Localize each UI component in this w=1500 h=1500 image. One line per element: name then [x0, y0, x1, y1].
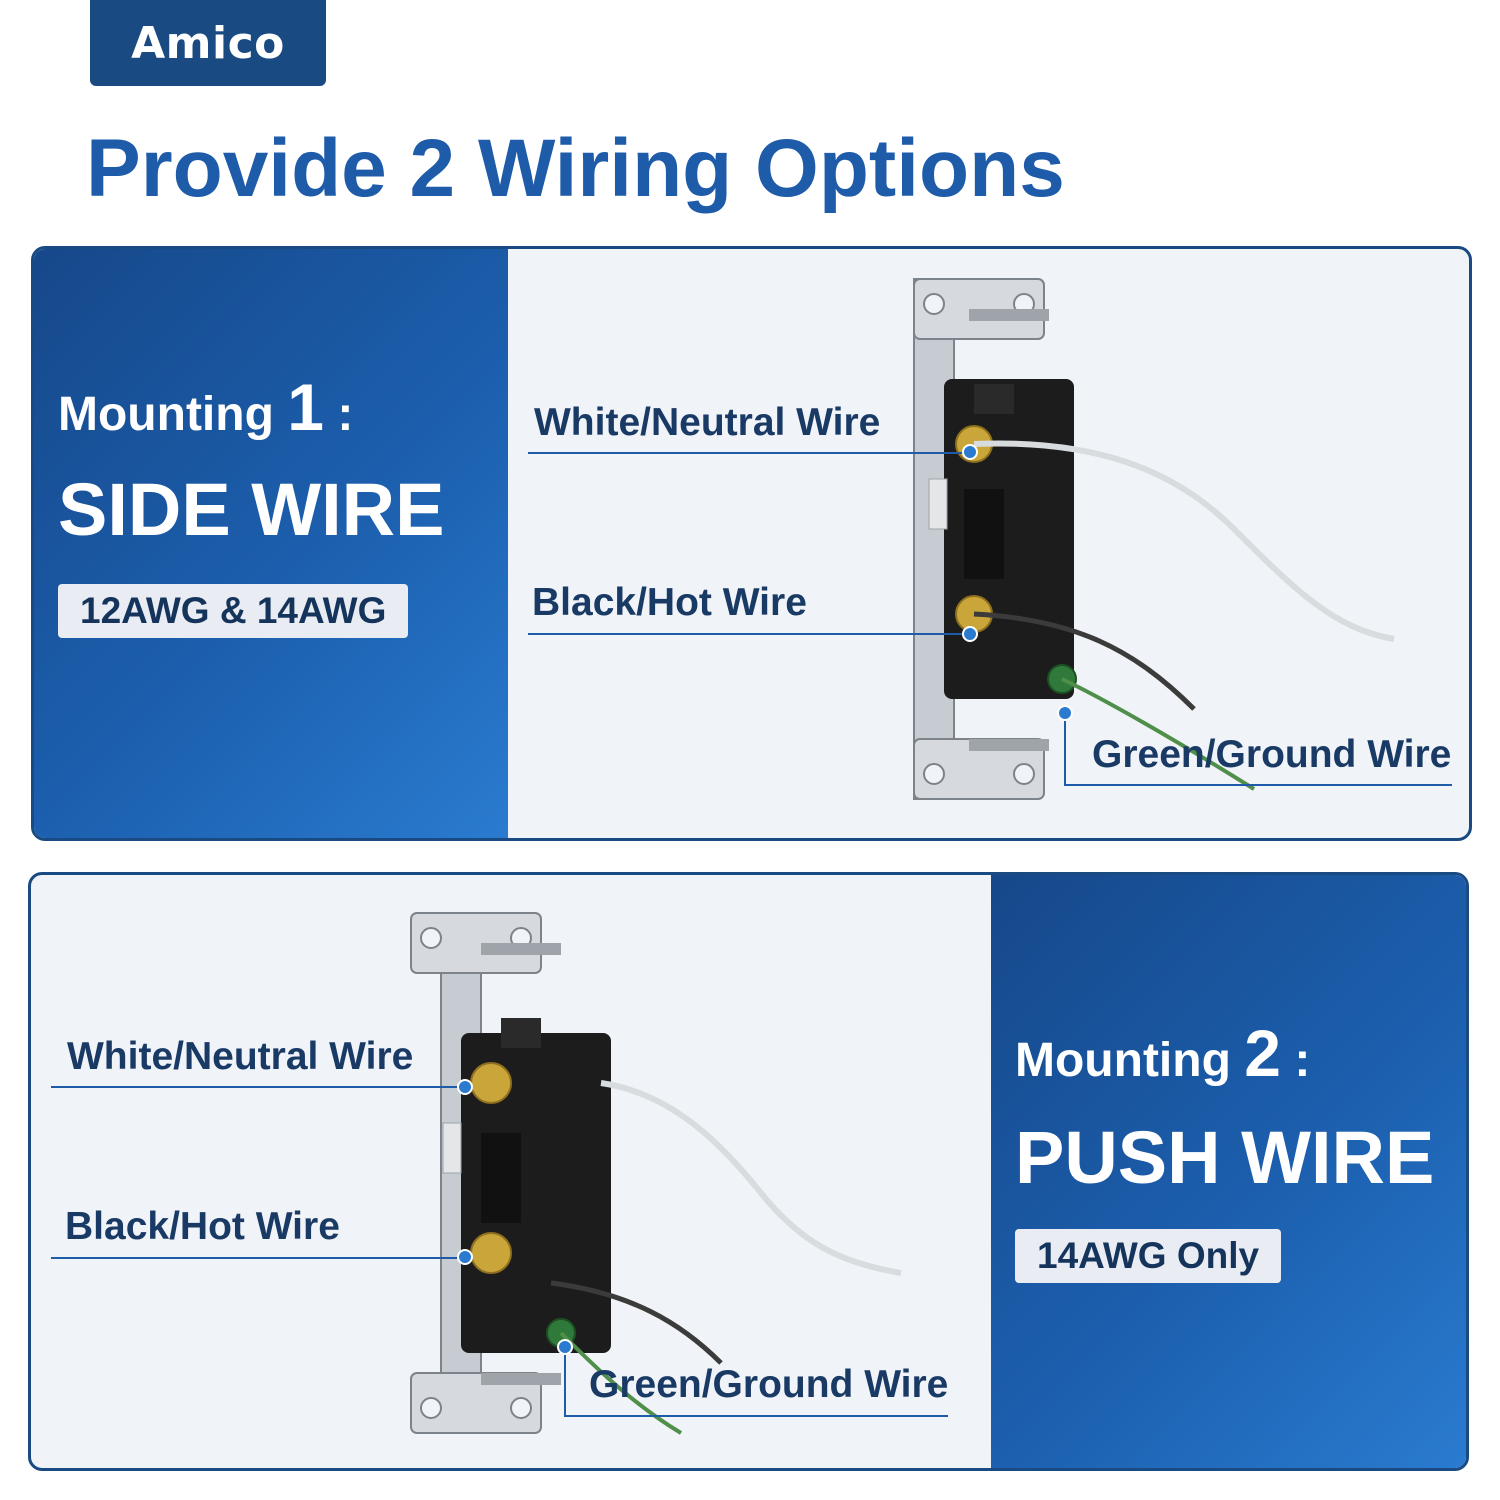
mounting-2-number: 2: [1244, 1016, 1281, 1090]
mounting-1-black-dot: [962, 626, 978, 642]
hot-screw: [470, 1232, 512, 1274]
mounting-1-black-label: Black/Hot Wire: [532, 581, 807, 624]
mounting-1-green-dot: [1057, 705, 1073, 721]
mounting-1-white-label: White/Neutral Wire: [534, 401, 881, 444]
switch-illustration-side-wire: [913, 278, 1395, 800]
mounting-2-title: Mounting 2 :: [1015, 1015, 1310, 1091]
mounting-2-method: PUSH WIRE: [1015, 1116, 1435, 1199]
white-wire: [600, 1080, 902, 1276]
mounting-2-panel: White/Neutral Wire Black/Hot Wire Green/…: [28, 872, 1469, 1471]
mounting-1-title: Mounting 1 :: [58, 369, 353, 445]
mounting-2-green-label: Green/Ground Wire: [589, 1363, 949, 1406]
mounting-2-info: Mounting 2 : PUSH WIRE 14AWG Only: [991, 875, 1466, 1468]
mounting-1-green-label: Green/Ground Wire: [1092, 733, 1452, 776]
mounting-2-black-label: Black/Hot Wire: [65, 1205, 340, 1248]
logo-text: Amico: [131, 17, 285, 69]
mounting-2-prefix: Mounting: [1015, 1034, 1231, 1087]
switch-illustration-push-wire: [410, 912, 902, 1435]
black-wire: [550, 1280, 723, 1365]
page-title: Provide 2 Wiring Options: [86, 123, 1065, 214]
mounting-1-colon: :: [337, 388, 354, 441]
black-wire: [973, 611, 1196, 711]
mounting-1-info: Mounting 1 : SIDE WIRE 12AWG & 14AWG: [34, 249, 508, 838]
switch-body: [461, 1033, 611, 1353]
brand-logo: Amico: [90, 0, 326, 86]
mounting-1-method: SIDE WIRE: [58, 468, 445, 551]
mounting-strap: [913, 278, 1049, 800]
mounting-1-number: 1: [287, 370, 324, 444]
mounting-2-gauge-badge: 14AWG Only: [1015, 1229, 1282, 1283]
mounting-2-white-leader: [51, 1086, 473, 1088]
mounting-strap: [410, 912, 561, 1434]
mounting-1-prefix: Mounting: [58, 388, 274, 441]
mounting-2-white-label: White/Neutral Wire: [67, 1035, 414, 1078]
mounting-1-white-dot: [962, 444, 978, 460]
mounting-2-black-leader: [51, 1257, 473, 1259]
mounting-2-black-dot: [457, 1249, 473, 1265]
white-wire: [973, 440, 1395, 642]
neutral-screw: [470, 1062, 512, 1104]
switch-body: [944, 379, 1074, 699]
mounting-2-green-leader: [564, 1415, 948, 1417]
mounting-2-green-dot: [557, 1339, 573, 1355]
mounting-1-gauge-badge: 12AWG & 14AWG: [58, 584, 409, 638]
mounting-2-green-leader-vertical: [564, 1345, 566, 1415]
mounting-1-panel: Mounting 1 : SIDE WIRE 12AWG & 14AWG: [31, 246, 1472, 841]
mounting-1-black-leader: [528, 633, 974, 635]
mounting-2-colon: :: [1294, 1034, 1311, 1087]
mounting-2-white-dot: [457, 1079, 473, 1095]
green-wire: [1061, 677, 1256, 791]
mounting-1-green-leader-vertical: [1064, 711, 1066, 785]
mounting-1-white-leader: [528, 452, 974, 454]
mounting-1-green-leader: [1064, 784, 1452, 786]
